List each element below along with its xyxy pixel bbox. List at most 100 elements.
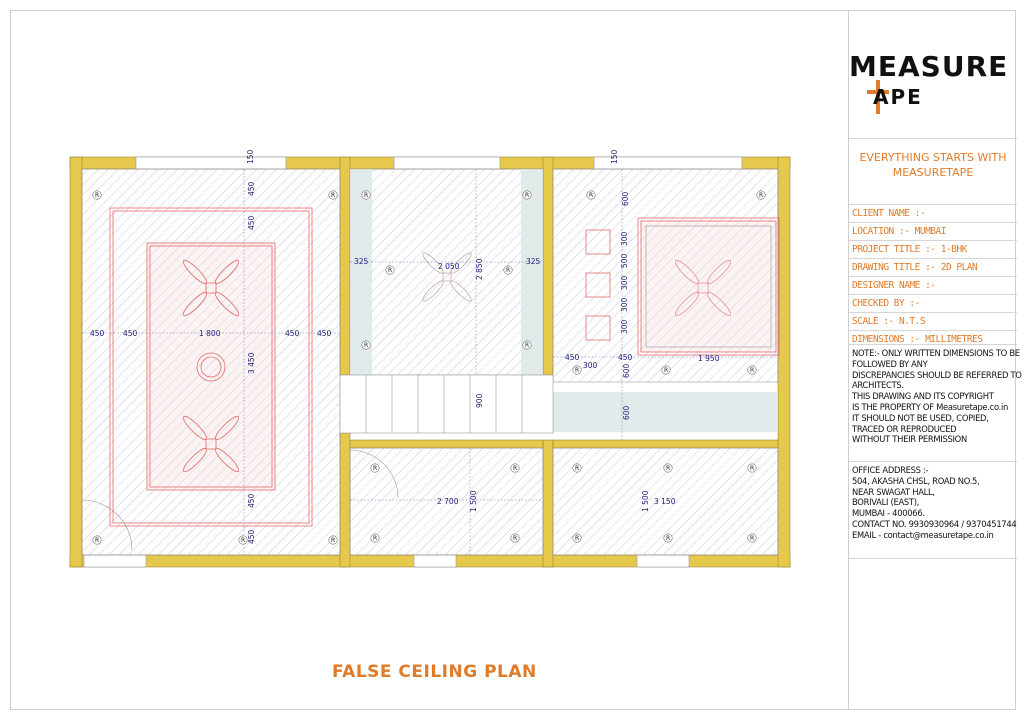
recessed-light-icon: [572, 365, 582, 375]
dim-label: 450: [247, 181, 256, 196]
recessed-light-icon: [747, 463, 757, 473]
recessed-light-icon: [370, 463, 380, 473]
recessed-light-icon: [361, 190, 371, 200]
dim-label: 900: [475, 393, 484, 408]
info-row: SCALE :- N.T.S: [849, 312, 1017, 330]
recessed-light-label: R: [759, 192, 763, 199]
dimension-labels: 150 150 450 450 450 450 1 800 450 450 3 …: [90, 149, 720, 544]
dim-label: 150: [610, 149, 619, 164]
recessed-light-label: R: [95, 537, 99, 544]
recessed-light-icon: [522, 340, 532, 350]
title-block: MEASURE APE EVERYTHING STARTS WITH MEASU…: [848, 10, 1024, 710]
dim-label: 300: [620, 319, 629, 334]
recessed-light-label: R: [525, 342, 529, 349]
dim-label: 1 500: [641, 490, 650, 512]
note-line: THIS DRAWING AND ITS COPYRIGHT: [852, 391, 994, 402]
recessed-light-icon: [385, 265, 395, 275]
dim-label: 150: [246, 149, 255, 164]
recessed-light-label: R: [666, 535, 670, 542]
recessed-light-icon: [661, 365, 671, 375]
ceiling-fans: [182, 252, 732, 473]
recessed-light-label: R: [331, 192, 335, 199]
note-line: TRACED OR REPRODUCED: [852, 423, 957, 434]
recessed-light-label: R: [373, 465, 377, 472]
recessed-light-icon: [663, 533, 673, 543]
staircase: [339, 374, 554, 434]
info-row: DIMENSIONS :- MILLIMETRES: [849, 330, 1017, 348]
dim-label: 2 700: [437, 497, 459, 506]
recessed-light-icon: [586, 190, 596, 200]
recessed-light-label: R: [575, 465, 579, 472]
dim-label: 3 150: [654, 497, 676, 506]
info-row: DESIGNER NAME :-: [849, 276, 1017, 294]
address-line: 504, AKASHA CHSL, ROAD NO.5,: [852, 475, 980, 486]
drawing-sheet: [10, 10, 1016, 710]
recessed-light-label: R: [750, 367, 754, 374]
address-line: BORIVALI (EAST),: [852, 497, 920, 508]
dimension-lines: [82, 169, 778, 555]
info-row: DRAWING TITLE :- 2D PLAN: [849, 258, 1017, 276]
dim-label: 450: [565, 353, 580, 362]
info-row: CLIENT NAME :-: [849, 204, 1017, 222]
dim-label: 300: [620, 231, 629, 246]
recessed-light-icon: [572, 533, 582, 543]
company-logo: MEASURE APE: [849, 10, 1017, 139]
recessed-light-icon: [747, 365, 757, 375]
note-line: IT SHOULD NOT BE USED, COPIED,: [852, 412, 989, 423]
svg-text:300: 300: [583, 361, 598, 370]
dim-label: 450: [317, 329, 332, 338]
office-address: OFFICE ADDRESS :- 504, AKASHA CHSL, ROAD…: [849, 463, 1017, 559]
drawing-note: NOTE:- ONLY WRITTEN DIMENSIONS TO BE FOL…: [849, 344, 1024, 462]
project-info: CLIENT NAME :- LOCATION :- MUMBAI PROJEC…: [849, 204, 1017, 348]
recessed-light-icon: [510, 533, 520, 543]
recessed-light-icon: [510, 463, 520, 473]
logo-cross-bar-icon: [867, 90, 889, 94]
recessed-light-icon: [522, 190, 532, 200]
note-line: FOLLOWED BY ANY: [852, 358, 928, 369]
recessed-light-label: R: [331, 537, 335, 544]
dim-label: 600: [622, 363, 631, 378]
dim-label: 450: [247, 529, 256, 544]
address-line: NEAR SWAGAT HALL,: [852, 486, 935, 497]
address-line: EMAIL - contact@measuretape.co.in: [852, 529, 994, 540]
logo-cross-icon: [876, 80, 880, 114]
dim-label: 3 450: [247, 352, 256, 374]
recessed-light-label: R: [95, 192, 99, 199]
dim-label: 450: [247, 493, 256, 508]
dim-label: 2 050: [438, 262, 460, 271]
address-line: OFFICE ADDRESS :-: [852, 465, 929, 475]
recessed-light-label: R: [364, 192, 368, 199]
recessed-light-label: R: [525, 192, 529, 199]
dim-label: 325: [526, 257, 541, 266]
recessed-light-label: R: [513, 465, 517, 472]
floor-plan: 150 150 450 450 450 450 1 800 450 450 3 …: [69, 149, 791, 568]
recessed-light-label: R: [750, 535, 754, 542]
recessed-light-label: R: [575, 535, 579, 542]
note-line: WITHOUT THEIR PERMISSION: [852, 434, 967, 445]
recessed-light-icon: [328, 535, 338, 545]
recessed-light-icon: [238, 535, 248, 545]
info-row: LOCATION :- MUMBAI: [849, 222, 1017, 240]
recessed-light-icon: [370, 533, 380, 543]
logo-text: MEASURE: [849, 50, 1009, 83]
recessed-light-label: R: [241, 537, 245, 544]
logo-text-2: APE: [873, 85, 923, 109]
recessed-light-label: R: [364, 342, 368, 349]
tagline: EVERYTHING STARTS WITH MEASURETAPE: [859, 151, 1007, 179]
info-row: PROJECT TITLE :- 1-BHK: [849, 240, 1017, 258]
recessed-light-icon: [747, 533, 757, 543]
dim-label: 325: [354, 257, 369, 266]
address-line: MUMBAI - 400066.: [852, 508, 925, 519]
dim-label: 600: [622, 405, 631, 420]
note-line: IS THE PROPERTY OF Measuretape.co.in: [852, 401, 1009, 412]
dim-label: 450: [247, 215, 256, 230]
window-openings: [83, 156, 743, 568]
info-row: CHECKED BY :-: [849, 294, 1017, 312]
dim-label: 1 950: [698, 354, 720, 363]
dim-label: 450: [285, 329, 300, 338]
recessed-light-icon: [92, 535, 102, 545]
note-line: ARCHITECTS.: [852, 380, 904, 391]
dim-label: 1 800: [199, 329, 221, 338]
bedroom-false-ceiling: [585, 217, 780, 356]
